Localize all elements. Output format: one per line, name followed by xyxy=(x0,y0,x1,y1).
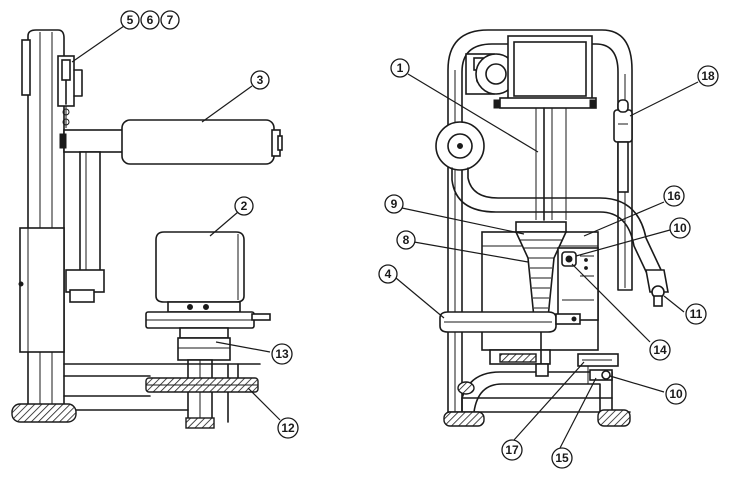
svg-text:8: 8 xyxy=(403,233,410,247)
svg-text:16: 16 xyxy=(667,189,681,203)
callouts: 5 6 7 3 2 13 12 1 xyxy=(71,10,719,469)
leader-11 xyxy=(663,295,685,313)
callout-14: 14 xyxy=(649,339,671,361)
side-seat-back xyxy=(155,231,245,313)
svg-text:6: 6 xyxy=(147,13,154,27)
front-selector-panel xyxy=(557,247,599,321)
callout-18: 18 xyxy=(697,65,719,87)
front-seat-pad xyxy=(439,311,581,333)
leader-18 xyxy=(629,81,699,117)
leader-16 xyxy=(583,201,665,237)
callout-10-upper: 10 xyxy=(669,217,691,239)
side-gear-plate xyxy=(145,377,259,393)
callout-6: 6 xyxy=(140,10,160,30)
svg-text:2: 2 xyxy=(241,199,248,213)
svg-text:10: 10 xyxy=(673,221,687,235)
svg-text:5: 5 xyxy=(127,13,134,27)
callout-16: 16 xyxy=(663,185,685,207)
leader-1 xyxy=(407,73,539,153)
svg-text:4: 4 xyxy=(385,267,392,281)
callout-7: 7 xyxy=(160,10,180,30)
side-base-rails xyxy=(11,363,261,423)
leader-12 xyxy=(247,387,281,421)
side-top-adjuster xyxy=(57,55,83,128)
leader-17 xyxy=(513,361,585,441)
front-top-pulley xyxy=(465,35,597,221)
leader-13 xyxy=(215,341,271,353)
callout-1: 1 xyxy=(390,58,410,78)
leader-10a xyxy=(575,229,671,257)
front-view xyxy=(435,29,669,427)
svg-text:10: 10 xyxy=(669,387,683,401)
callout-4: 4 xyxy=(378,264,398,284)
front-lower-mechanism xyxy=(577,353,619,384)
callout-12: 12 xyxy=(277,417,299,439)
callout-9: 9 xyxy=(384,194,404,214)
callout-11: 11 xyxy=(685,303,707,325)
callout-3: 3 xyxy=(250,70,270,90)
side-frame-upright xyxy=(18,29,65,411)
svg-text:7: 7 xyxy=(167,13,174,27)
leader-8 xyxy=(413,241,529,263)
svg-text:13: 13 xyxy=(275,347,289,361)
svg-text:11: 11 xyxy=(690,307,703,321)
svg-text:3: 3 xyxy=(257,73,264,87)
callout-13: 13 xyxy=(271,343,293,365)
front-frame xyxy=(443,29,633,427)
side-view xyxy=(11,29,283,429)
leader-5 xyxy=(71,25,125,63)
leader-10b xyxy=(609,375,665,393)
leader-14 xyxy=(571,263,651,343)
leader-2 xyxy=(209,211,239,237)
svg-text:17: 17 xyxy=(505,443,519,457)
side-arm-roller xyxy=(59,119,283,303)
svg-text:14: 14 xyxy=(653,343,667,357)
front-curved-arm xyxy=(451,167,669,307)
svg-text:1: 1 xyxy=(397,61,404,75)
callout-17: 17 xyxy=(501,439,523,461)
callout-8: 8 xyxy=(396,230,416,250)
callout-15: 15 xyxy=(551,447,573,469)
leader-4 xyxy=(395,277,445,319)
leader-3 xyxy=(201,85,253,123)
svg-text:9: 9 xyxy=(391,197,398,211)
leader-9 xyxy=(401,207,525,235)
callout-10-lower: 10 xyxy=(665,383,687,405)
front-side-pulley xyxy=(435,121,485,171)
callout-5: 5 xyxy=(120,10,140,30)
svg-text:18: 18 xyxy=(701,69,715,83)
leader-15 xyxy=(559,377,597,449)
svg-text:15: 15 xyxy=(555,451,569,465)
svg-text:12: 12 xyxy=(281,421,295,435)
callout-2: 2 xyxy=(234,196,254,216)
front-right-adjuster xyxy=(613,99,633,193)
